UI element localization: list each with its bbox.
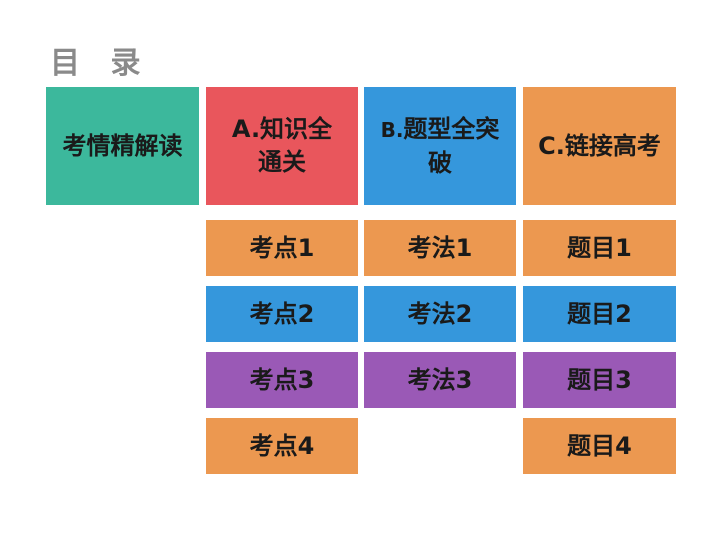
tile-label-text: 题型全突破 xyxy=(403,114,500,177)
tile-method-3[interactable]: 考法3 xyxy=(364,352,516,408)
tile-gaokao-link[interactable]: C.链接高考 xyxy=(523,87,676,205)
tile-knowledge-point-4[interactable]: 考点4 xyxy=(206,418,358,474)
tile-label: 题目1 xyxy=(567,234,632,262)
tile-label: 考法3 xyxy=(407,366,473,394)
tile-question-types[interactable]: B.题型全突破 xyxy=(364,87,516,205)
tile-label: 考点2 xyxy=(249,300,315,328)
tile-label: 考法1 xyxy=(407,234,473,262)
tile-label: 考点3 xyxy=(249,366,315,394)
tile-label: 考情精解读 xyxy=(62,131,183,160)
tile-exam-analysis[interactable]: 考情精解读 xyxy=(46,87,199,205)
tile-label: 题目2 xyxy=(567,300,632,328)
tile-label-prefix: B. xyxy=(380,117,404,142)
tile-label: 考法2 xyxy=(407,300,473,328)
tile-label: 题目3 xyxy=(567,366,632,394)
tile-exam-question-3[interactable]: 题目3 xyxy=(523,352,676,408)
page-title: 目 录 xyxy=(50,46,151,81)
tile-exam-question-2[interactable]: 题目2 xyxy=(523,286,676,342)
tile-label: A.知识全通关 xyxy=(231,115,333,176)
tile-label: 考点1 xyxy=(249,234,315,262)
tile-label: 题目4 xyxy=(567,432,632,460)
tile-label: 考点4 xyxy=(249,432,315,460)
tile-label: C.链接高考 xyxy=(538,131,661,160)
tile-exam-question-4[interactable]: 题目4 xyxy=(523,418,676,474)
tile-knowledge-point-1[interactable]: 考点1 xyxy=(206,220,358,276)
tile-knowledge-point-2[interactable]: 考点2 xyxy=(206,286,358,342)
tile-exam-question-1[interactable]: 题目1 xyxy=(523,220,676,276)
tile-knowledge-overview[interactable]: A.知识全通关 xyxy=(206,87,358,205)
tile-method-1[interactable]: 考法1 xyxy=(364,220,516,276)
tile-method-2[interactable]: 考法2 xyxy=(364,286,516,342)
tile-label: B.题型全突破 xyxy=(372,113,508,180)
tile-knowledge-point-3[interactable]: 考点3 xyxy=(206,352,358,408)
